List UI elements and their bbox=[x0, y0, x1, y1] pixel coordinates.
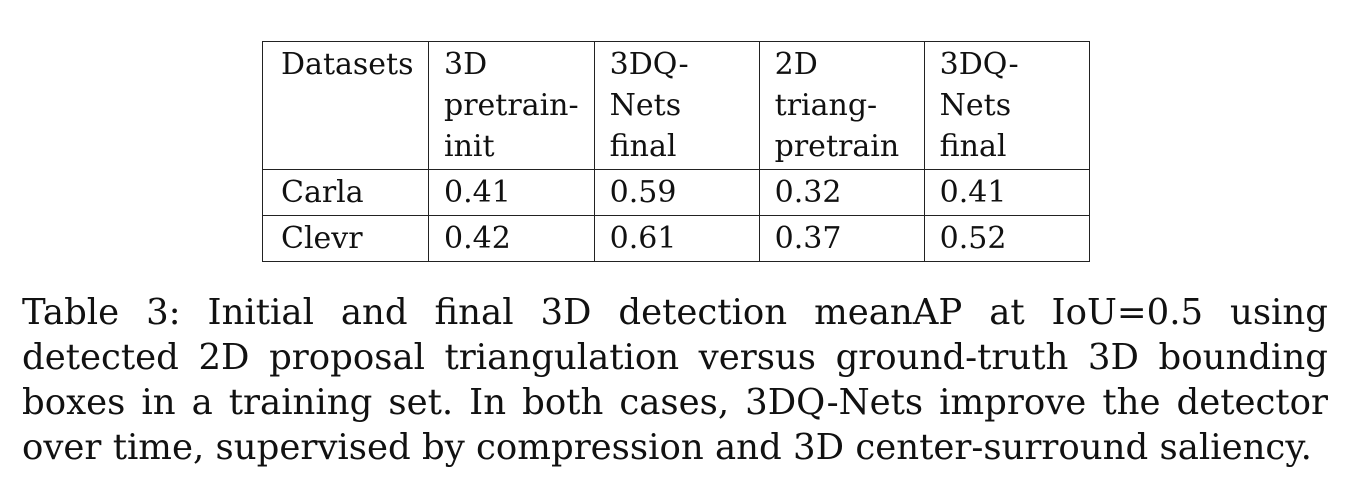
header-3d-pretrain-init: 3D pretrain- init bbox=[428, 41, 595, 170]
table-row: Carla 0.41 0.59 0.32 0.41 bbox=[262, 169, 1090, 216]
results-table: Datasets 3D pretrain- init 3DQ- Nets fin… bbox=[262, 41, 1090, 262]
header-line: Nets bbox=[939, 88, 1012, 123]
results-table-container: Datasets 3D pretrain- init 3DQ- Nets fin… bbox=[262, 41, 1090, 262]
header-line: 3D bbox=[444, 47, 488, 82]
table-cell: 0.52 bbox=[923, 215, 1090, 262]
table-cell-dataset: Carla bbox=[262, 169, 429, 216]
table-cell: 0.41 bbox=[428, 169, 595, 216]
table-cell-dataset: Clevr bbox=[262, 215, 429, 262]
header-line: 3DQ- bbox=[939, 47, 1019, 82]
header-datasets: Datasets bbox=[262, 41, 429, 170]
header-line: 3DQ- bbox=[609, 47, 689, 82]
header-3dq-nets-final-b: 3DQ- Nets final bbox=[923, 41, 1090, 170]
header-line: init bbox=[444, 129, 495, 164]
table-cell: 0.59 bbox=[593, 169, 760, 216]
table-cell: 0.61 bbox=[593, 215, 760, 262]
table-caption: Table 3: Initial and final 3D detection … bbox=[22, 292, 1328, 468]
header-line: triang- bbox=[774, 88, 878, 123]
table-cell: 0.32 bbox=[758, 169, 925, 216]
header-line: final bbox=[939, 129, 1007, 164]
header-line: final bbox=[609, 129, 677, 164]
table-header-row: Datasets 3D pretrain- init 3DQ- Nets fin… bbox=[262, 41, 1090, 170]
table-cell: 0.41 bbox=[923, 169, 1090, 216]
header-line: pretrain bbox=[774, 129, 900, 164]
table-cell: 0.37 bbox=[758, 215, 925, 262]
table-cell: 0.42 bbox=[428, 215, 595, 262]
header-line: pretrain- bbox=[444, 88, 579, 123]
header-3dq-nets-final-a: 3DQ- Nets final bbox=[593, 41, 760, 170]
header-line: Datasets bbox=[281, 47, 414, 82]
header-2d-triang-pretrain: 2D triang- pretrain bbox=[758, 41, 925, 170]
table-row: Clevr 0.42 0.61 0.37 0.52 bbox=[262, 215, 1090, 262]
header-line: 2D bbox=[774, 47, 818, 82]
header-line: Nets bbox=[609, 88, 682, 123]
